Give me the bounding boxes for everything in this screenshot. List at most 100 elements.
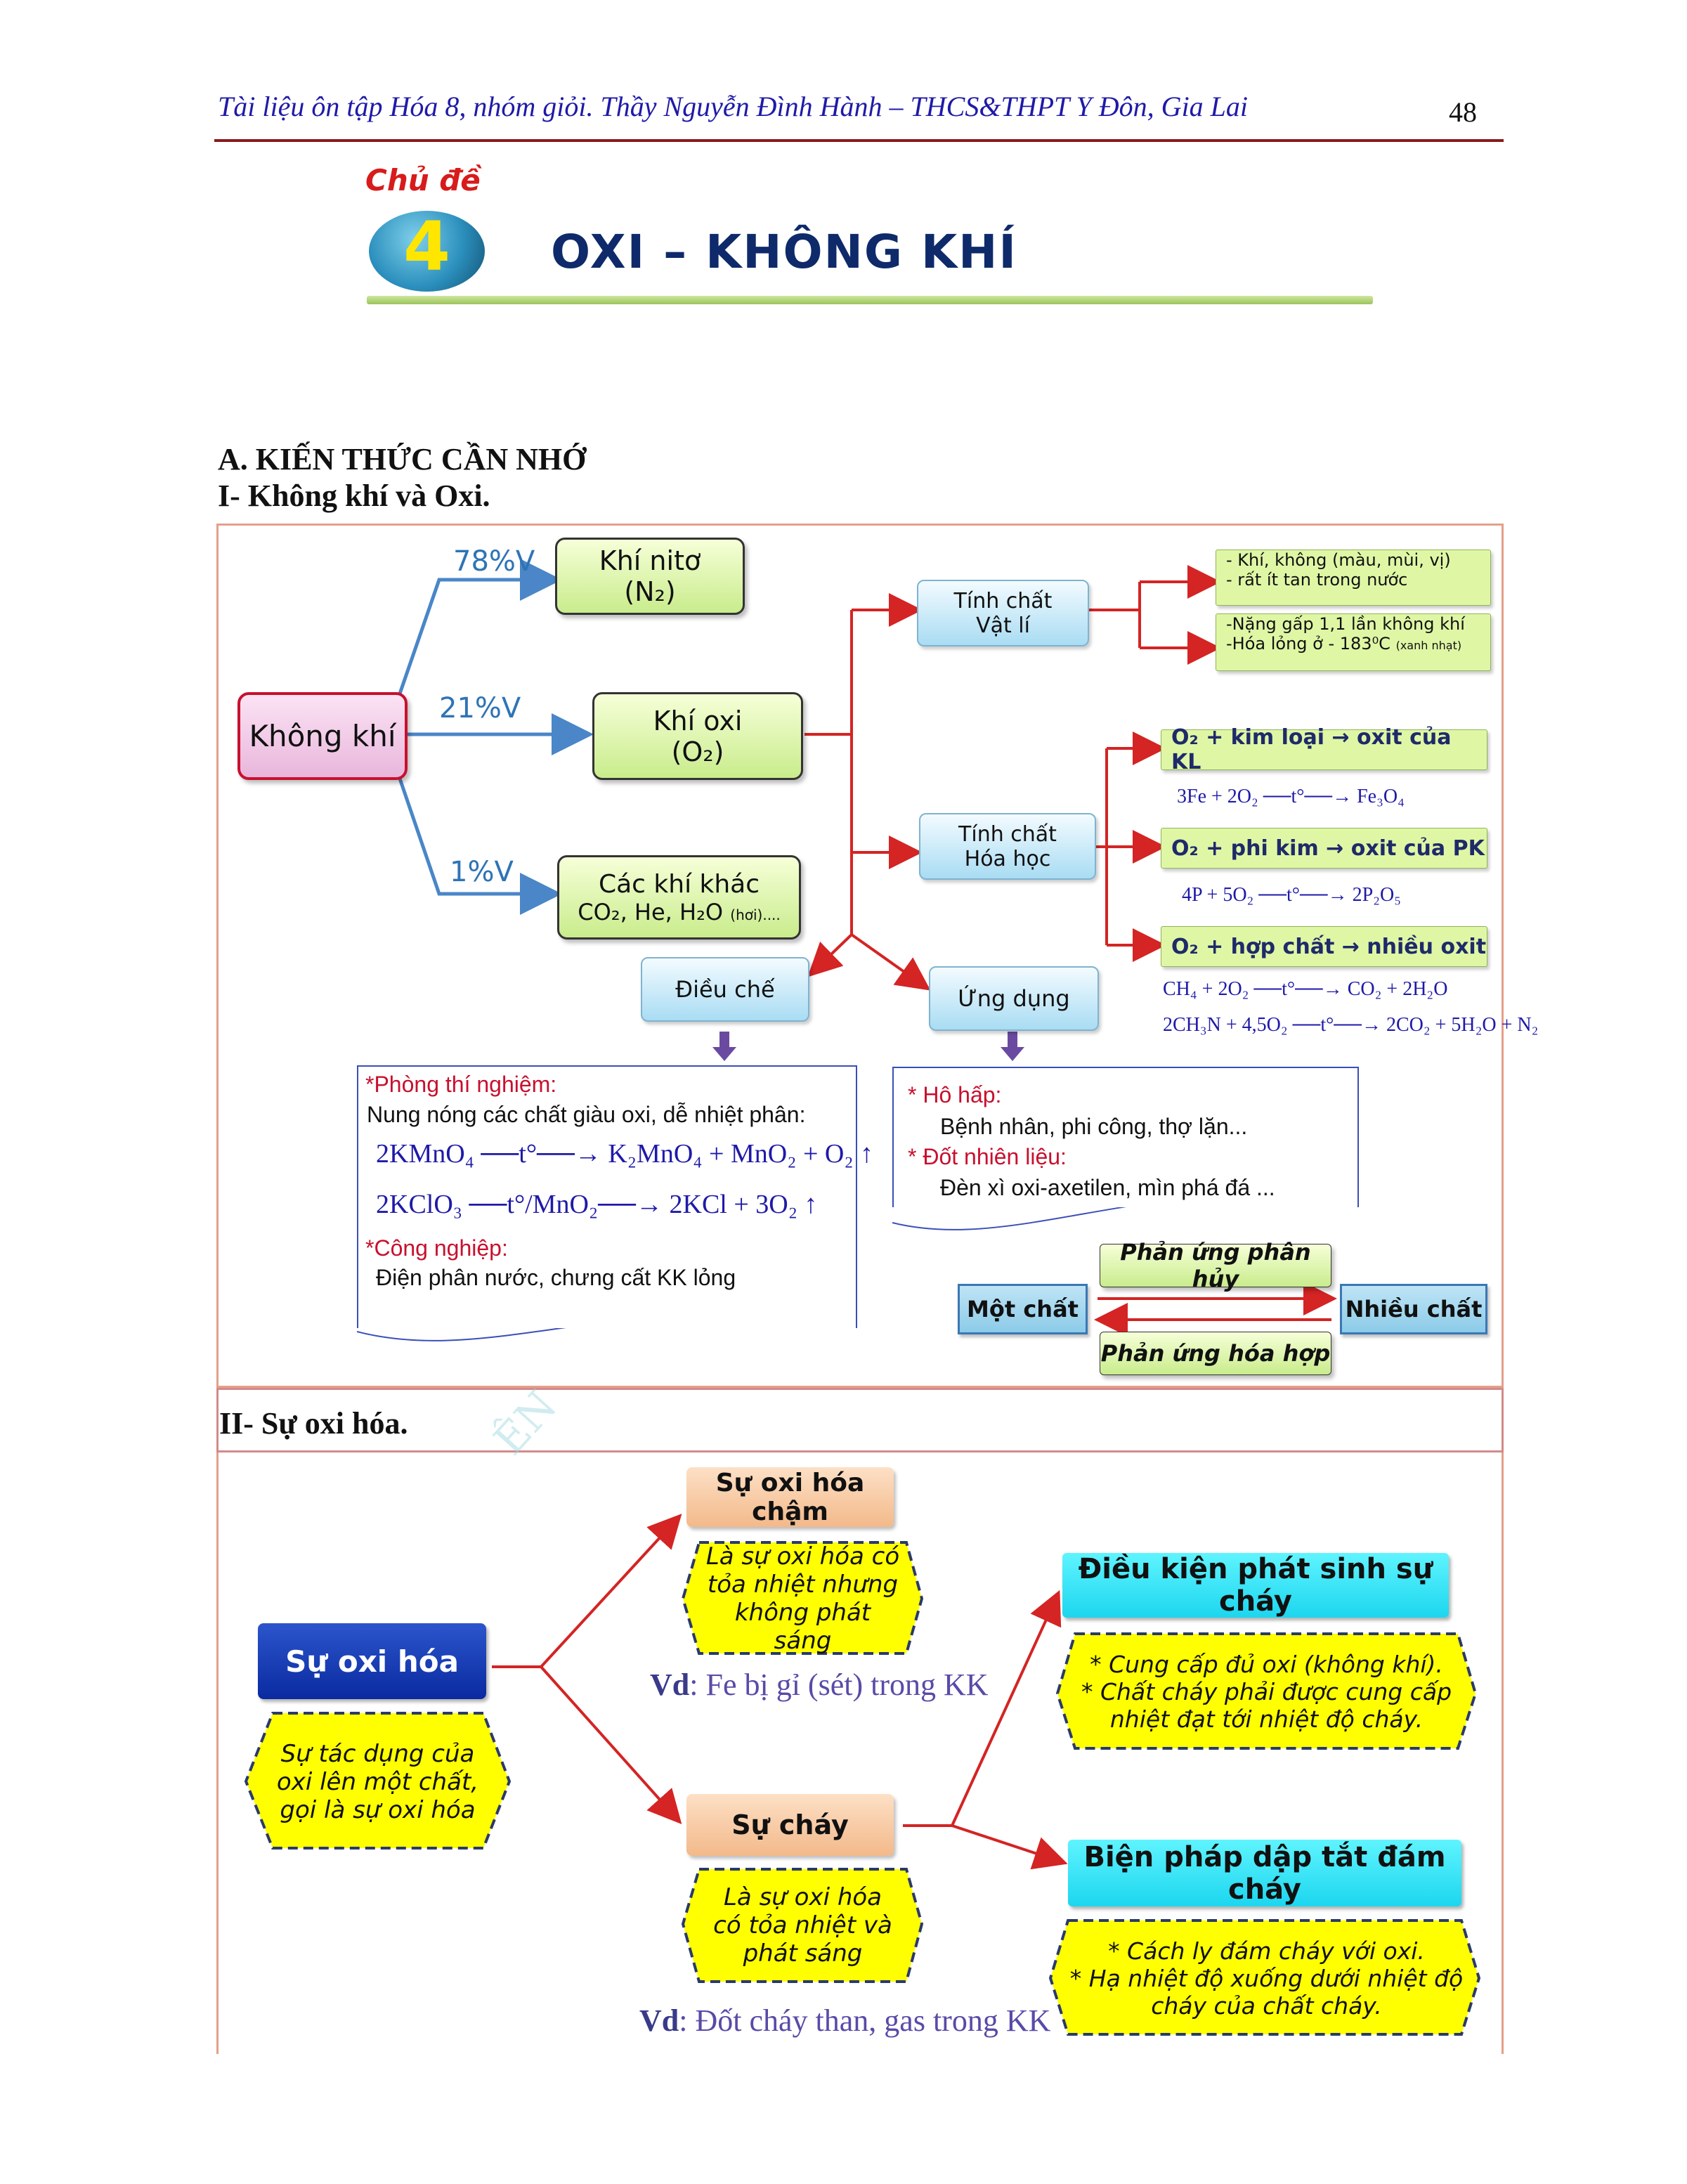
ignition-conditions-text: * Cung cấp đủ oxi (không khí). * Chất ch… <box>1068 1637 1465 1746</box>
air-root-label: Không khí <box>249 719 396 753</box>
combination-box: Phản ứng hóa hợp <box>1100 1332 1331 1375</box>
physical-note-2c: (xanh nhạt) <box>1395 639 1462 652</box>
preparation-box: Điều chế <box>641 957 809 1022</box>
prep-equation-1: 2KMnO₄ ──t°──→ K₂MnO₄ + MnO₂ + O₂ ↑ <box>376 1139 874 1169</box>
extinguish-box: Biện pháp dập tắt đám cháy <box>1068 1840 1461 1906</box>
one-substance-box: Một chất <box>958 1284 1088 1334</box>
slow-oxidation-box: Sự oxi hóa chậm <box>686 1467 894 1527</box>
chemical-props-line2: Hóa học <box>964 846 1051 871</box>
application-box: Ứng dụng <box>929 966 1099 1031</box>
slow-example-label: Vd <box>650 1668 690 1702</box>
one-substance-label: Một chất <box>967 1296 1079 1322</box>
other-gases-box: Các khí khác CO₂, He, H₂O (hơi).... <box>557 855 801 940</box>
decomposition-box: Phản ứng phân hủy <box>1100 1239 1331 1292</box>
chem-compound-equation-1: CH₄ + 2O₂ ──t°──→ CO₂ + 2H₂O <box>1163 978 1448 1000</box>
prep-industry-description: Điện phân nước, chưng cất KK lỏng <box>376 1265 736 1290</box>
combination-label: Phản ứng hóa hợp <box>1100 1340 1331 1367</box>
burn-example-label: Vd <box>639 2003 679 2038</box>
preparation-label: Điều chế <box>675 976 775 1003</box>
physical-props-line1: Tính chất <box>953 588 1053 613</box>
chemical-props-line1: Tính chất <box>958 821 1057 847</box>
section-heading-1: I- Không khí và Oxi. <box>218 479 490 513</box>
topic-label: Chủ đề <box>365 163 481 197</box>
topic-title: OXI – KHÔNG KHÍ <box>551 225 1017 279</box>
extinguish-text: * Cách ly đám cháy với oxi. * Hạ nhiệt đ… <box>1068 1925 1465 2031</box>
physical-props-box: Tính chất Vật lí <box>917 580 1089 646</box>
physical-note-2b: -Hóa lỏng ở - 183⁰C <box>1226 634 1390 654</box>
slow-oxidation-example: Vd: Fe bị gỉ (sét) trong KK <box>650 1667 989 1703</box>
section-heading-a: A. KIẾN THỨC CẦN NHỚ <box>218 442 587 476</box>
prep-industry-heading: *Công nghiệp: <box>365 1235 508 1261</box>
extinguish-method-2: * Hạ nhiệt độ xuống dưới nhiệt độ cháy c… <box>1069 1964 1464 2020</box>
chem-compound-equation-2: 2CH₃N + 4,5O₂ ──t°──→ 2CO₂ + 5H₂O + N₂ <box>1163 1014 1539 1036</box>
chemical-props-box: Tính chất Hóa học <box>919 813 1096 880</box>
chem-compound-box: O₂ + hợp chất → nhiều oxit <box>1161 926 1487 967</box>
slow-oxidation-definition: Là sự oxi hóa có tỏa nhiệt nhưng không p… <box>705 1542 900 1655</box>
topic-badge <box>369 211 485 292</box>
application-scroll <box>892 1067 1359 1207</box>
application-label: Ứng dụng <box>958 985 1070 1012</box>
section-heading-2: II- Sự oxi hóa. <box>219 1406 408 1441</box>
physical-note-2: -Nặng gấp 1,1 lần không khí -Hóa lỏng ở … <box>1216 613 1491 671</box>
physical-note-2a: -Nặng gấp 1,1 lần không khí <box>1226 614 1465 634</box>
pct-oxygen: 21%V <box>439 692 521 724</box>
page-number: 48 <box>1449 96 1477 128</box>
combustion-example: Vd: Đốt cháy than, gas trong KK <box>639 2003 1050 2039</box>
ignition-conditions-label: Điều kiện phát sinh sự cháy <box>1078 1553 1433 1618</box>
chem-metal-label: O₂ + kim loại → oxit của KL <box>1171 725 1452 774</box>
ignition-condition-1: * Cung cấp đủ oxi (không khí). <box>1090 1651 1443 1678</box>
oxidation-box: Sự oxi hóa <box>258 1623 486 1699</box>
use-fuel-description: Đèn xì oxi-axetilen, mìn phá đá ... <box>940 1175 1275 1200</box>
oxidation-definition: Sự tác dụng của oxi lên một chất, gọi là… <box>276 1739 479 1824</box>
header-rule <box>214 139 1504 142</box>
burn-example-text: : Đốt cháy than, gas trong KK <box>679 2003 1051 2038</box>
physical-props-line2: Vật lí <box>976 613 1030 638</box>
slow-example-text: : Fe bị gỉ (sét) trong KK <box>689 1668 989 1702</box>
prep-lab-heading: *Phòng thí nghiệm: <box>365 1072 557 1097</box>
chem-metal-box: O₂ + kim loại → oxit của KL <box>1161 725 1487 774</box>
ignition-conditions-box: Điều kiện phát sinh sự cháy <box>1062 1553 1449 1618</box>
extinguish-method-1: * Cách ly đám cháy với oxi. <box>1108 1937 1425 1965</box>
combustion-label: Sự cháy <box>731 1809 849 1840</box>
oxygen-name: Khí oxi <box>653 705 743 736</box>
pct-nitrogen: 78%V <box>453 545 535 578</box>
oxidation-label: Sự oxi hóa <box>285 1644 459 1679</box>
combustion-box: Sự cháy <box>686 1794 894 1856</box>
preparation-scroll <box>357 1065 857 1328</box>
other-gases-name: Các khí khác <box>598 869 760 899</box>
ignition-condition-2: * Chất cháy phải được cung cấp nhiệt đạt… <box>1081 1678 1452 1733</box>
diagram-panel-air-oxygen <box>216 524 1504 1388</box>
nitrogen-formula: (N₂) <box>624 576 676 607</box>
many-substances-label: Nhiều chất <box>1345 1296 1483 1322</box>
chem-nonmetal-equation: 4P + 5O₂ ──t°──→ 2P₂O₅ <box>1182 884 1401 906</box>
prep-equation-2: 2KClO₃ ──t°/MnO₂──→ 2KCl + 3O₂ ↑ <box>376 1190 818 1219</box>
topic-number: 4 <box>403 207 450 286</box>
use-breathing-heading: * Hô hấp: <box>908 1082 1002 1107</box>
oxygen-formula: (O₂) <box>671 736 724 767</box>
chem-nonmetal-label: O₂ + phi kim → oxit của PK <box>1171 836 1485 861</box>
combustion-definition: Là sự oxi hóa có tỏa nhiệt và phát sáng <box>713 1883 892 1968</box>
air-root-box: Không khí <box>237 692 408 780</box>
physical-note-1a: - Khí, không (màu, mùi, vị) <box>1226 550 1451 570</box>
physical-note-1: - Khí, không (màu, mùi, vị) - rất ít tan… <box>1216 550 1491 606</box>
many-substances-box: Nhiều chất <box>1340 1284 1487 1334</box>
running-header: Tài liệu ôn tập Hóa 8, nhóm giỏi. Thầy N… <box>218 91 1249 122</box>
nitrogen-name: Khí nitơ <box>599 545 701 576</box>
pct-other: 1%V <box>450 856 514 888</box>
physical-note-1b: - rất ít tan trong nước <box>1226 570 1408 590</box>
chem-metal-equation: 3Fe + 2O₂ ──t°──→ Fe₃O₄ <box>1177 786 1405 807</box>
decomposition-label: Phản ứng phân hủy <box>1120 1239 1311 1292</box>
other-gases-note: (hơi).... <box>730 906 781 923</box>
section-2-frame <box>216 1388 1504 1452</box>
prep-lab-description: Nung nóng các chất giàu oxi, dễ nhiệt ph… <box>367 1102 806 1127</box>
chem-compound-label: O₂ + hợp chất → nhiều oxit <box>1171 934 1487 959</box>
topic-rule <box>367 296 1373 304</box>
use-fuel-heading: * Đốt nhiên liệu: <box>908 1144 1067 1169</box>
other-gases-list: CO₂, He, H₂O <box>578 898 724 925</box>
diagram-panel-oxidation <box>216 1388 1504 2054</box>
oxygen-box: Khí oxi (O₂) <box>592 692 803 780</box>
chem-nonmetal-box: O₂ + phi kim → oxit của PK <box>1161 828 1487 869</box>
slow-oxidation-label: Sự oxi hóa chậm <box>715 1468 865 1526</box>
nitrogen-box: Khí nitơ (N₂) <box>555 538 745 615</box>
